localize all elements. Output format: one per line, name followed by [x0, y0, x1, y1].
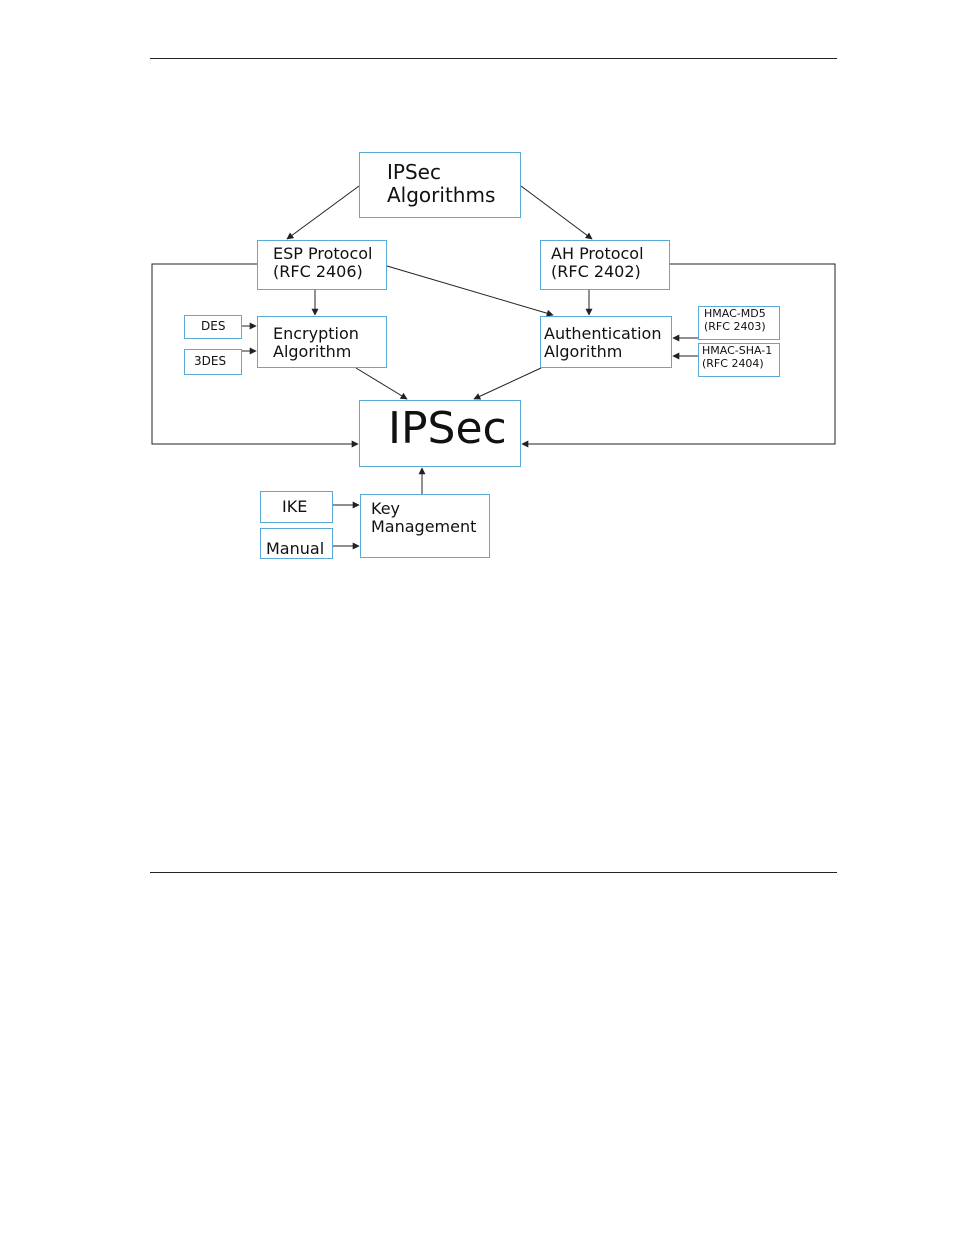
node-label-line: (RFC 2403) [704, 321, 779, 334]
edge-esp-to-authentication [387, 266, 553, 315]
node-label-line: (RFC 2406) [273, 263, 386, 281]
node-label: IPSec [388, 405, 520, 453]
node-3des: 3DES [184, 349, 242, 375]
node-authentication-algorithm: Authentication Algorithm [540, 316, 672, 368]
node-label: Manual [266, 540, 332, 558]
node-label: IKE [282, 498, 332, 516]
node-label-line: IPSec [387, 161, 520, 184]
edge-authentication-to-ipsec [474, 368, 541, 399]
node-label-line: Algorithms [387, 184, 520, 207]
node-label-line: HMAC-SHA-1 [702, 345, 779, 358]
node-hmac-md5: HMAC-MD5 (RFC 2403) [698, 306, 780, 340]
node-encryption-algorithm: Encryption Algorithm [257, 316, 387, 368]
node-ah-protocol: AH Protocol (RFC 2402) [540, 240, 670, 290]
node-label-line: Management [371, 518, 489, 536]
node-manual: Manual [260, 528, 333, 559]
node-label-line: (RFC 2402) [551, 263, 669, 281]
edge-algorithms-to-esp [287, 186, 359, 239]
node-esp-protocol: ESP Protocol (RFC 2406) [257, 240, 387, 290]
edge-encryption-to-ipsec [356, 368, 407, 399]
edge-algorithms-to-ah [521, 186, 592, 239]
node-hmac-sha1: HMAC-SHA-1 (RFC 2404) [698, 343, 780, 377]
node-ike: IKE [260, 491, 333, 523]
node-key-management: Key Management [360, 494, 490, 558]
node-label-line: Authentication [544, 325, 671, 343]
node-label-line: Key [371, 500, 489, 518]
node-label-line: ESP Protocol [273, 245, 386, 263]
node-label: DES [201, 320, 241, 334]
node-label-line: AH Protocol [551, 245, 669, 263]
node-des: DES [184, 315, 242, 339]
node-label-line: Algorithm [544, 343, 671, 361]
node-label-line: Encryption [273, 325, 386, 343]
node-label-line: (RFC 2404) [702, 358, 779, 371]
node-label: 3DES [194, 355, 241, 369]
footer-rule [150, 872, 837, 873]
node-ipsec: IPSec [359, 400, 521, 467]
node-ipsec-algorithms: IPSec Algorithms [359, 152, 521, 218]
node-label-line: Algorithm [273, 343, 386, 361]
node-label-line: HMAC-MD5 [704, 308, 779, 321]
